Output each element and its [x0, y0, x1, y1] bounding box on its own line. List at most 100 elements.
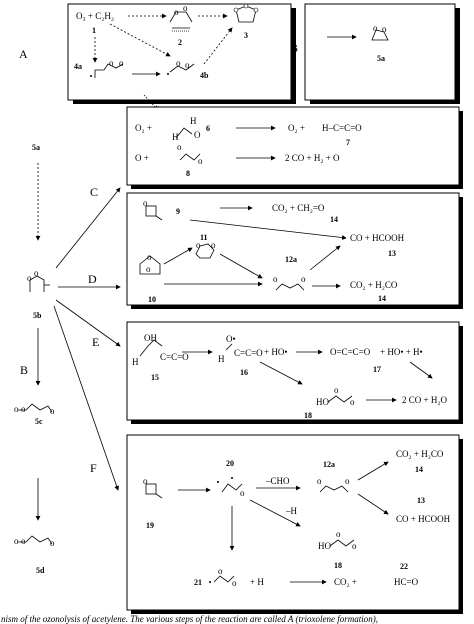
svg-text:o: o — [196, 240, 201, 250]
d-product-3: CO₂ + H₂CO — [350, 280, 398, 290]
f-product-2: CO + HCOOH — [396, 514, 451, 524]
molecule-18-f: HO o o — [318, 529, 357, 551]
compound-22-label: 22 — [400, 562, 408, 571]
f-product-3: CO₂ + — [334, 577, 357, 587]
compound-1-label: 1 — [92, 26, 96, 35]
svg-text:o: o — [240, 488, 245, 498]
molecule-8: o o — [177, 142, 203, 166]
svg-text:o: o — [350, 397, 355, 407]
left-5d-label: 5d — [36, 566, 45, 575]
svg-text:o: o — [50, 406, 55, 416]
figure-caption: nism of the ozonolysis of acetylene. The… — [1, 614, 378, 624]
box-c: O₂ + H H O 6 O₂ + H–C=C=O 7 O + o o 8 2 … — [126, 106, 463, 189]
section-f-letter: F — [90, 461, 97, 475]
svg-text:o: o — [336, 529, 341, 539]
svg-text:O: O — [194, 130, 201, 140]
compound-18-f-label: 18 — [334, 561, 342, 570]
arrow-20-to-18 — [249, 499, 301, 527]
compound-9-label: 9 — [176, 207, 180, 216]
compound-4b-label: 4b — [200, 71, 209, 80]
compound-21-label: 21 — [194, 578, 202, 587]
svg-text:HO: HO — [316, 397, 329, 407]
svg-text:o: o — [352, 541, 357, 551]
svg-text:o: o — [232, 578, 237, 588]
svg-text:o: o — [147, 252, 152, 262]
svg-text:o: o — [143, 476, 148, 486]
arrow-17-to-end — [409, 361, 433, 379]
molecule-18-e: HO o o — [316, 385, 355, 407]
svg-text:o: o — [183, 3, 188, 13]
arrow-a-to-c — [143, 94, 159, 111]
c-row1-left: O₂ + — [135, 123, 152, 133]
svg-text:o: o — [317, 476, 322, 486]
f-product-1: CO₂ + H₂CO — [396, 449, 444, 459]
compound-11-label: 11 — [200, 233, 208, 242]
molecule-21: o o — [209, 566, 237, 588]
compound-13-f-label: 13 — [417, 496, 425, 505]
e-plus-ho: + HO• — [264, 347, 287, 357]
compound-15-label: 15 — [151, 373, 159, 382]
reactants-label: O₃ + C₂H₂ — [76, 11, 114, 21]
svg-text:o: o — [34, 268, 39, 278]
arrow-12a-to-14-f — [357, 461, 389, 481]
svg-text:H: H — [218, 354, 225, 364]
c-row2-left: O + — [135, 153, 149, 163]
svg-text:o: o — [345, 476, 350, 486]
compound-13-label: 13 — [388, 249, 396, 258]
arrow-1-to-4b — [109, 23, 171, 57]
left-5a-label: 5a — [32, 143, 40, 152]
svg-text:o: o — [119, 58, 124, 68]
arrow-12a-to-13-f — [357, 493, 389, 515]
svg-text:o: o — [14, 404, 19, 414]
section-e-letter: E — [92, 335, 99, 349]
svg-text:H: H — [132, 357, 139, 367]
arrow-5b-to-c — [55, 187, 121, 269]
section-c-letter: C — [90, 185, 98, 199]
svg-text:o: o — [27, 273, 32, 283]
box-f: o 19 20 o –CHO –H 12a o o CO₂ + H₂CO 14 … — [126, 434, 463, 614]
f-minus-h: –H — [285, 506, 298, 516]
svg-text:o: o — [14, 536, 19, 546]
svg-text:O•: O• — [226, 334, 236, 344]
section-b-top-letter: B — [290, 41, 298, 55]
section-d-letter: D — [88, 272, 97, 286]
molecule-19: o — [143, 476, 163, 499]
molecule-9: o — [143, 198, 163, 221]
compound-7-label: 7 — [346, 138, 350, 147]
svg-text:o: o — [176, 58, 181, 68]
e-product-2: 2 CO + H₂O — [402, 395, 447, 405]
compound-8-label: 8 — [186, 169, 190, 178]
arrow-11-to-12a — [219, 253, 263, 279]
molecule-12a: o o — [273, 274, 306, 291]
svg-text:o: o — [146, 264, 151, 274]
molecule-3 — [233, 3, 259, 23]
section-b-left-letter: B — [20, 363, 28, 377]
box-e: OH H C=C=O 15 O• H C=C=O + HO• 16 O=C=C=… — [126, 321, 463, 424]
compound-10-label: 10 — [148, 295, 156, 304]
svg-text:o: o — [21, 536, 26, 546]
arrow-10-to-11 — [163, 247, 193, 265]
molecule-20: o — [217, 477, 245, 498]
arrow-5b-to-e — [55, 299, 121, 347]
svg-text:o: o — [109, 58, 114, 68]
svg-text:o: o — [373, 23, 378, 33]
compound-14b-label: 14 — [378, 294, 386, 303]
f-plus-h: + H — [250, 577, 264, 587]
section-a-letter: A — [19, 47, 28, 61]
arrow-16-to-18 — [259, 361, 303, 385]
compound-19-label: 19 — [146, 521, 154, 530]
compound-17-label: 17 — [373, 365, 381, 374]
svg-text:o: o — [50, 538, 55, 548]
svg-text:o: o — [273, 274, 278, 284]
molecule-11: o o — [195, 240, 216, 259]
compound-14a-label: 14 — [330, 215, 338, 224]
svg-text:o: o — [198, 156, 203, 166]
c-row1-product: H–C=C=O — [322, 123, 362, 133]
